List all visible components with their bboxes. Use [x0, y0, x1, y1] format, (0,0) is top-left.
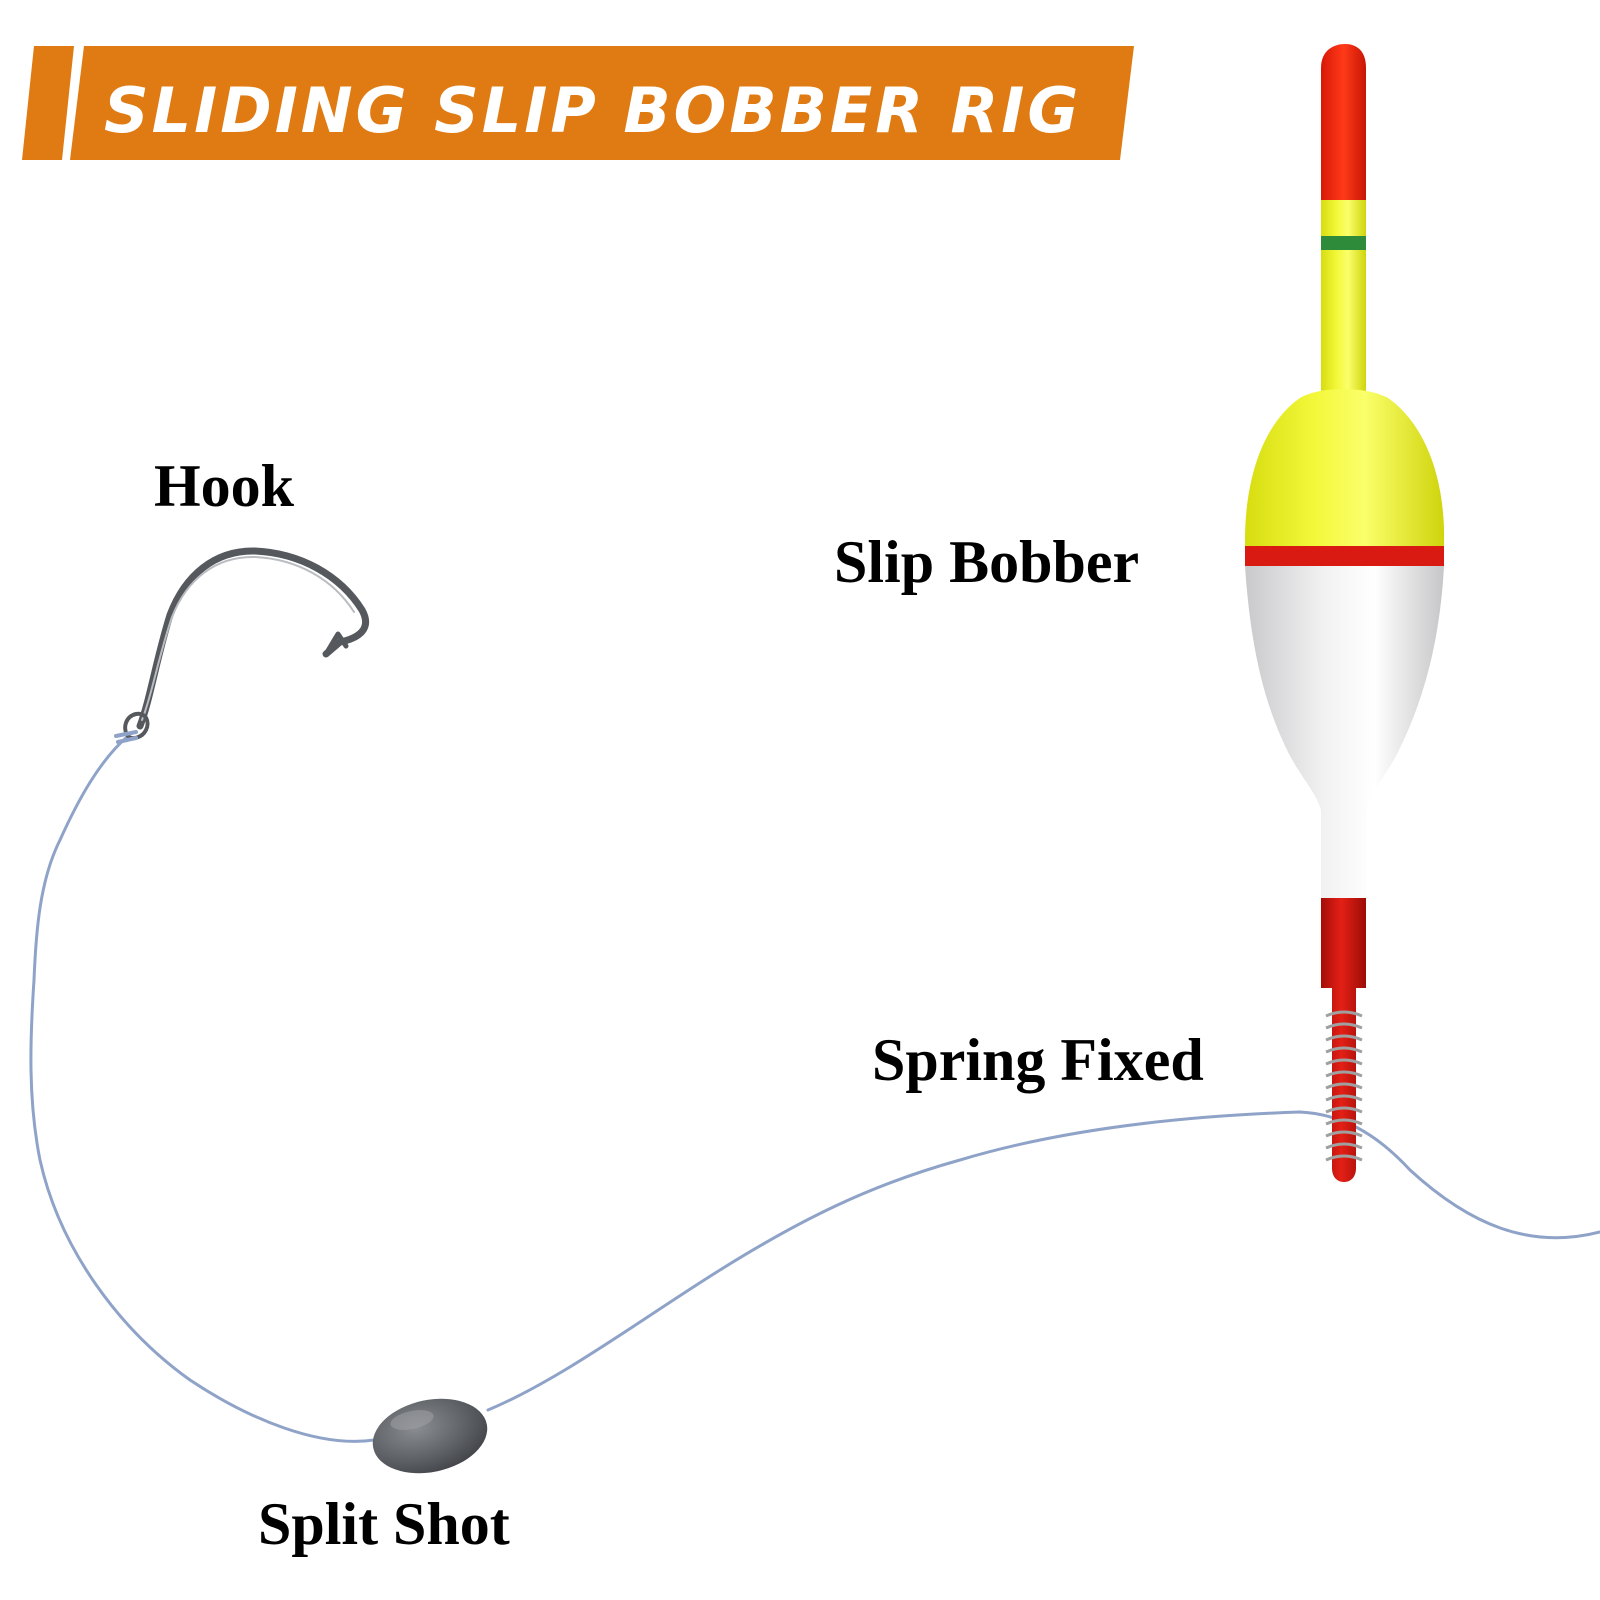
hook [114, 547, 370, 744]
fishing-line-main-segment [486, 1110, 1600, 1412]
bobber-red-band [1245, 546, 1444, 566]
banner-background [70, 46, 1134, 160]
sinker-body [372, 1398, 488, 1474]
label-hook: Hook [154, 453, 295, 519]
bobber-body-white [1245, 566, 1444, 898]
bobber-tip [1321, 44, 1366, 200]
hook-knot [114, 730, 138, 744]
bobber-antenna-yellow [1321, 200, 1366, 406]
title-banner: SLIDING SLIP BOBBER RIG [22, 46, 1134, 160]
hook-barb [323, 631, 349, 657]
bobber-spring [1325, 1010, 1363, 1162]
sinker-highlight [390, 1410, 434, 1430]
fishing-line-hook-segment [29, 734, 376, 1443]
banner-title: SLIDING SLIP BOBBER RIG [104, 74, 1081, 147]
bobber-antenna-green-band [1321, 236, 1366, 250]
slip-bobber [1244, 44, 1445, 1182]
label-spring-fixed: Spring Fixed [872, 1027, 1204, 1093]
hook-shank-highlight [141, 555, 355, 721]
fishing-line [29, 734, 1600, 1443]
label-split-shot: Split Shot [258, 1491, 510, 1557]
label-slip-bobber: Slip Bobber [834, 529, 1139, 595]
banner-accent-stripe [22, 46, 74, 160]
hook-shank [136, 547, 370, 730]
bobber-body-yellow [1244, 389, 1445, 546]
split-shot-sinker [372, 1398, 488, 1474]
